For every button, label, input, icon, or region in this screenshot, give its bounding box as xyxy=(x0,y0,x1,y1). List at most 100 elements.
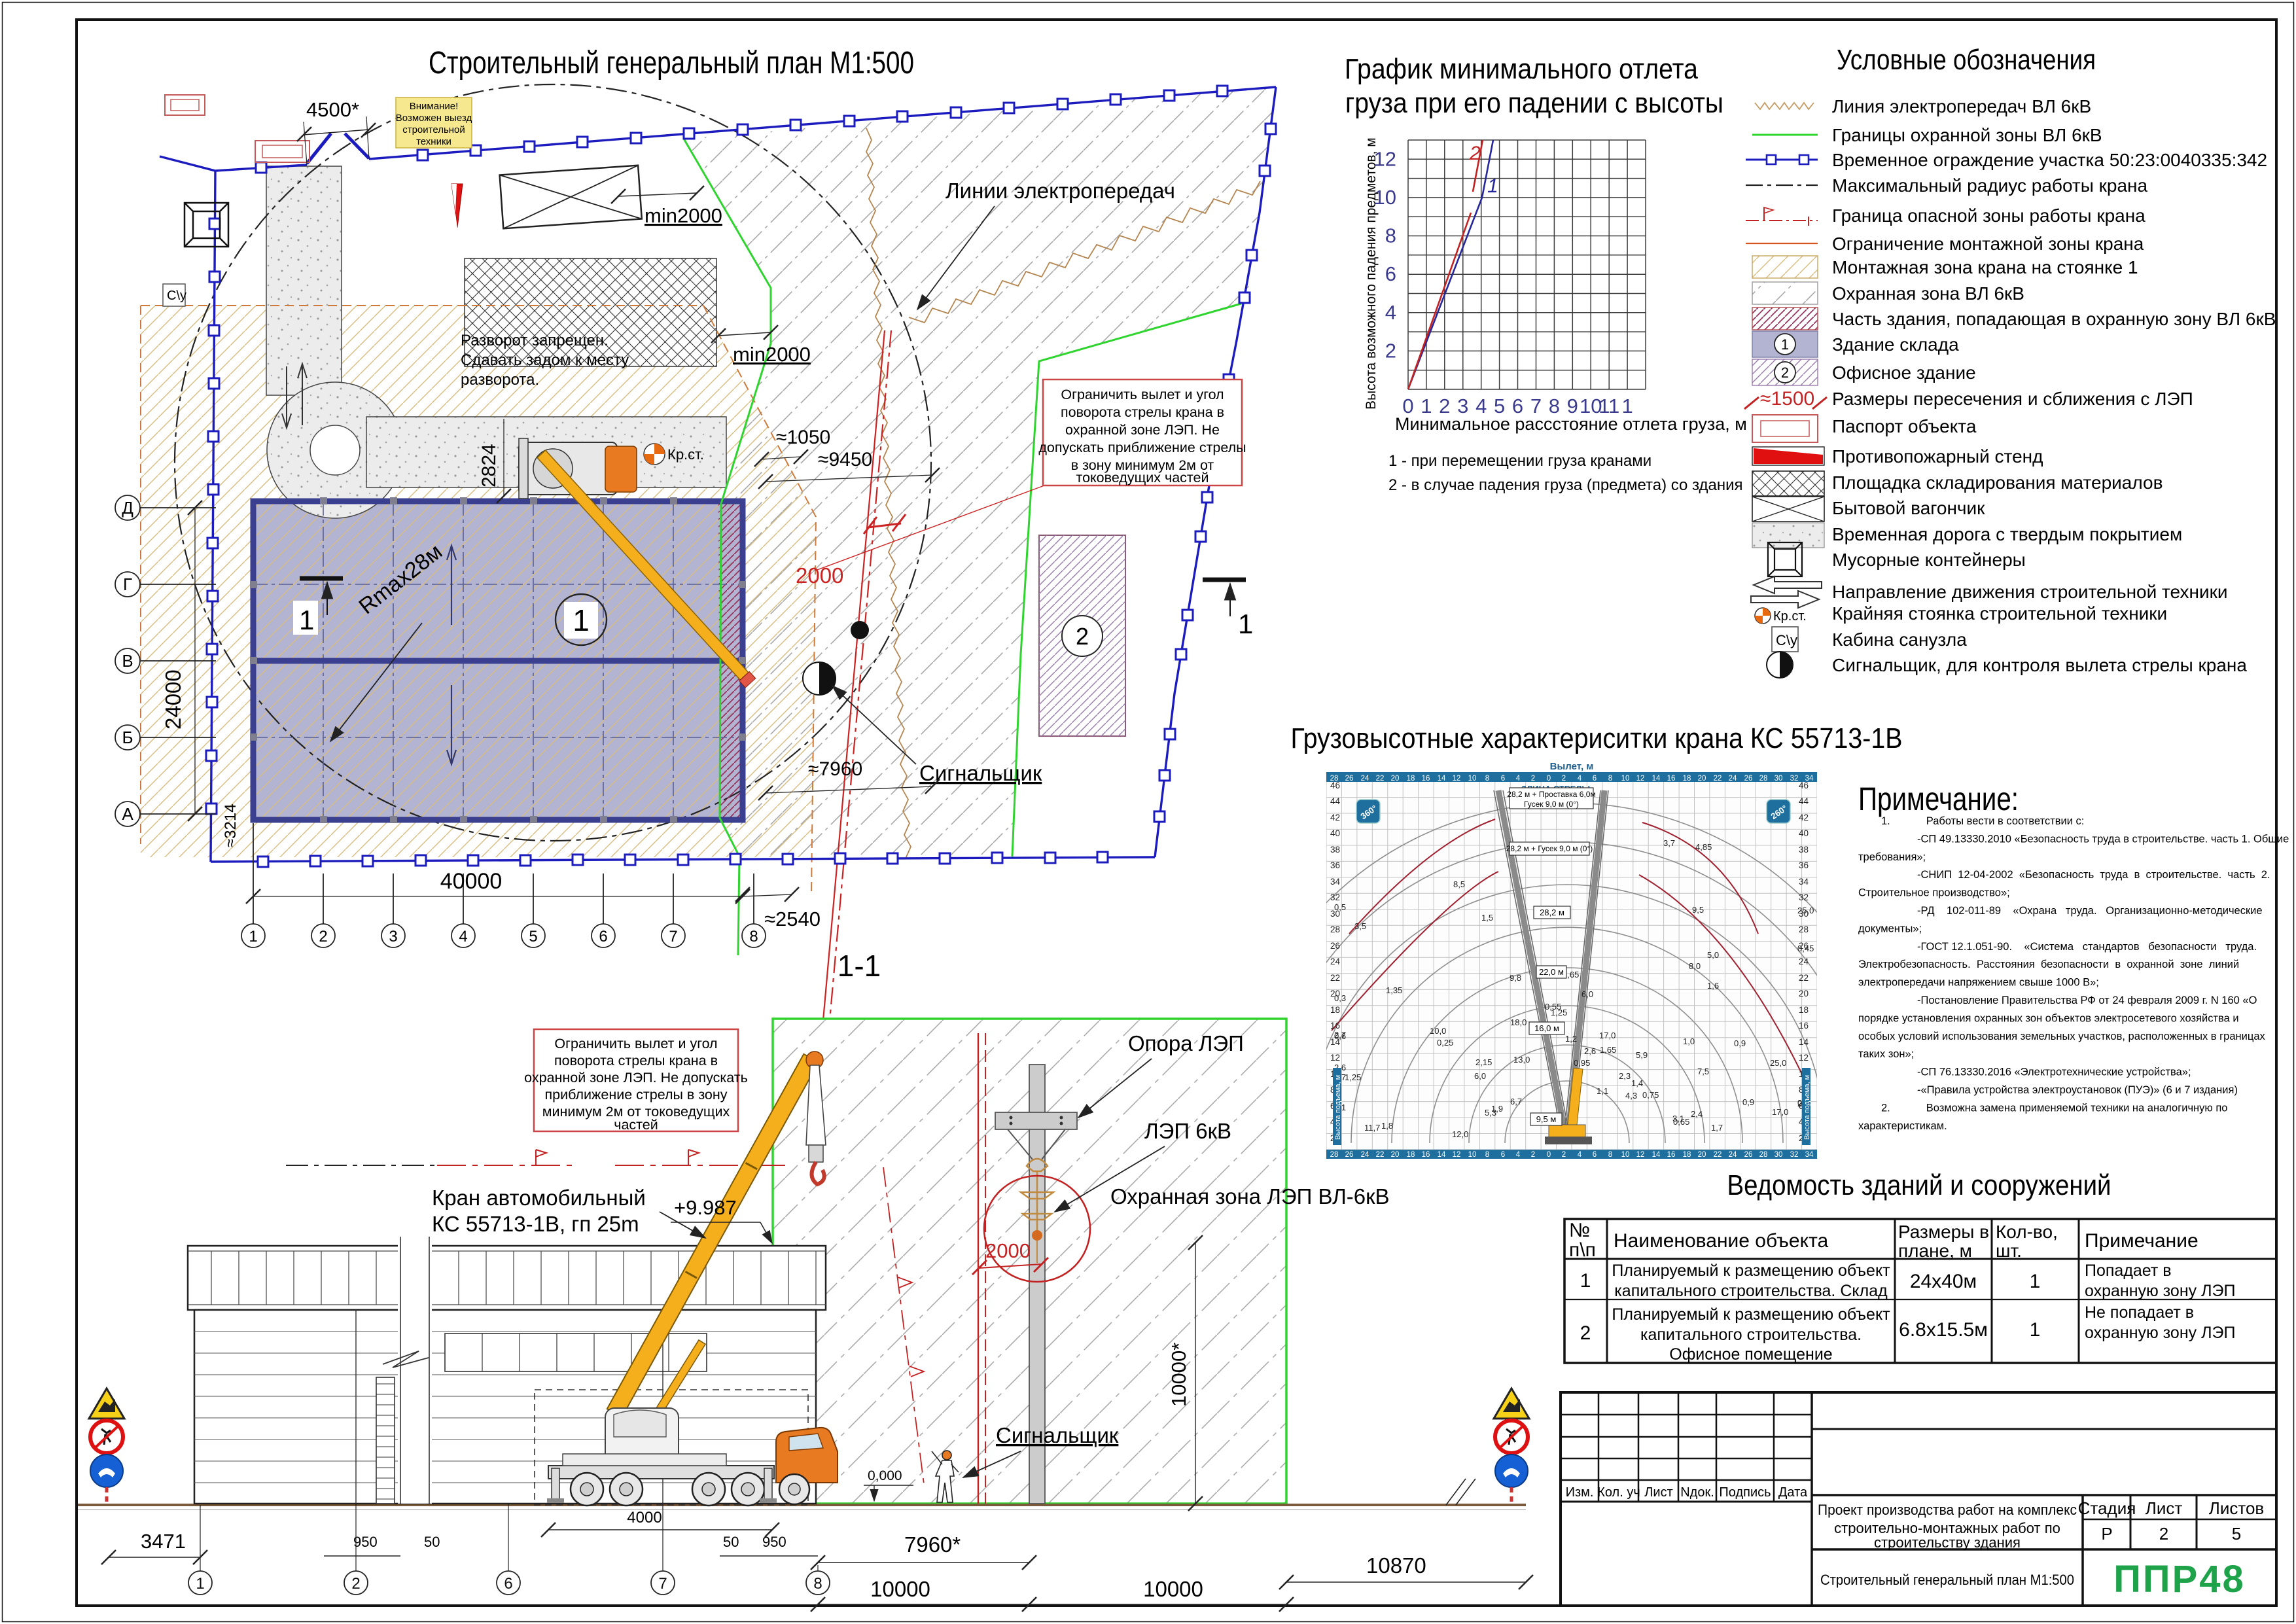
svg-text:10: 10 xyxy=(1468,1151,1477,1159)
svg-text:5: 5 xyxy=(1494,395,1505,417)
svg-text:24: 24 xyxy=(1361,775,1369,783)
svg-text:электропередачи напряжением св: электропередачи напряжением свыше 1000 В… xyxy=(1858,977,2099,989)
svg-text:1,2: 1,2 xyxy=(1565,1034,1577,1044)
svg-text:≈9450: ≈9450 xyxy=(818,449,872,470)
svg-text:10: 10 xyxy=(1468,775,1477,783)
svg-text:0,45: 0,45 xyxy=(1797,944,1814,953)
svg-text:20: 20 xyxy=(1698,775,1706,783)
svg-text:-СП 76.13330.2016 «Электротехн: -СП 76.13330.2016 «Электротехнические ус… xyxy=(1917,1067,2191,1078)
svg-text:24: 24 xyxy=(1799,957,1809,966)
svg-text:Кр.ст.: Кр.ст. xyxy=(1773,609,1807,624)
svg-text:+9.987: +9.987 xyxy=(674,1196,737,1219)
svg-text:Сигнальщик: Сигнальщик xyxy=(996,1423,1119,1447)
svg-text:2: 2 xyxy=(1076,623,1089,650)
svg-text:Паспорт объекта: Паспорт объекта xyxy=(1832,416,1977,436)
svg-text:4: 4 xyxy=(1516,775,1521,783)
svg-text:9,5: 9,5 xyxy=(1692,905,1704,915)
svg-text:24: 24 xyxy=(1361,1151,1369,1159)
svg-text:Максимальный радиус работы кра: Максимальный радиус работы крана xyxy=(1832,175,2147,196)
svg-text:допускать приближение стрелы: допускать приближение стрелы xyxy=(1038,440,1246,455)
svg-text:-СП 49.13330.2010 «Безопасност: -СП 49.13330.2010 «Безопасность труда в … xyxy=(1917,833,2289,845)
svg-text:0: 0 xyxy=(1547,775,1551,783)
svg-text:Временная дорога с твердым пок: Временная дорога с твердым покрытием xyxy=(1832,524,2182,544)
svg-text:12,0: 12,0 xyxy=(1452,1129,1468,1139)
svg-text:14: 14 xyxy=(1652,775,1661,783)
svg-text:10000: 10000 xyxy=(870,1577,930,1601)
svg-text:0,5: 0,5 xyxy=(1334,902,1346,912)
svg-text:Nдок.: Nдок. xyxy=(1680,1485,1714,1500)
svg-text:груза при его падении с высоты: груза при его падении с высоты xyxy=(1345,87,1723,119)
svg-text:ЛЭП 6кВ: ЛЭП 6кВ xyxy=(1144,1119,1231,1143)
svg-text:32: 32 xyxy=(1790,775,1799,783)
svg-text:20: 20 xyxy=(1698,1151,1706,1159)
svg-text:Линии электропередач: Линии электропередач xyxy=(945,179,1175,203)
svg-text:Сигнальщик, для контроля вылет: Сигнальщик, для контроля вылета стрелы к… xyxy=(1832,655,2247,675)
svg-text:40: 40 xyxy=(1799,828,1809,838)
svg-text:Крайняя стоянка строительной т: Крайняя стоянка строительной техники xyxy=(1832,603,2167,624)
svg-text:34: 34 xyxy=(1330,877,1341,887)
svg-text:25,0: 25,0 xyxy=(1770,1058,1786,1068)
svg-text:3,5: 3,5 xyxy=(1354,921,1366,931)
svg-text:30: 30 xyxy=(1775,775,1783,783)
svg-text:7960*: 7960* xyxy=(904,1532,961,1557)
svg-text:24000: 24000 xyxy=(161,669,185,730)
svg-text:14: 14 xyxy=(1330,1037,1341,1047)
svg-text:5: 5 xyxy=(2232,1524,2241,1544)
svg-text:охранную зону ЛЭП: охранную зону ЛЭП xyxy=(2085,1282,2235,1300)
svg-text:приближение стрелы в зону: приближение стрелы в зону xyxy=(544,1087,727,1103)
svg-text:14: 14 xyxy=(1438,775,1446,783)
svg-text:Временное ограждение участка 5: Временное ограждение участка 50:23:00403… xyxy=(1832,150,2267,170)
svg-text:18: 18 xyxy=(1407,1151,1415,1159)
svg-text:22,0 м: 22,0 м xyxy=(1539,967,1564,977)
svg-text:4: 4 xyxy=(1578,1151,1582,1159)
svg-text:24: 24 xyxy=(1729,1151,1737,1159)
svg-text:36: 36 xyxy=(1799,860,1809,870)
svg-text:1: 1 xyxy=(1781,336,1789,353)
svg-text:капитального строительства.: капитального строительства. xyxy=(1640,1326,1862,1344)
svg-text:плане, м: плане, м xyxy=(1898,1241,1972,1261)
svg-text:18,0: 18,0 xyxy=(1510,1017,1527,1027)
svg-text:2: 2 xyxy=(1781,364,1789,381)
svg-text:особых условий использования з: особых условий использования земельных у… xyxy=(1858,1031,2265,1042)
svg-text:Сдавать задом к месту: Сдавать задом к месту xyxy=(461,351,629,369)
svg-text:8: 8 xyxy=(813,1575,822,1593)
svg-text:Внимание!: Внимание! xyxy=(410,101,459,112)
svg-text:Проект производства работ на к: Проект производства работ на комплекс xyxy=(1818,1502,2077,1518)
svg-text:Бытовой вагончик: Бытовой вагончик xyxy=(1832,498,1985,518)
svg-text:1,25: 1,25 xyxy=(1345,1072,1361,1082)
svg-text:Подпись: Подпись xyxy=(1719,1485,1771,1500)
svg-text:Минимальное рассстояние отлета: Минимальное рассстояние отлета груза, м xyxy=(1395,414,1747,434)
svg-text:2: 2 xyxy=(1531,1151,1535,1159)
svg-text:26: 26 xyxy=(1799,941,1809,951)
svg-text:4500*: 4500* xyxy=(306,98,359,121)
svg-text:Ограничение монтажной зоны кра: Ограничение монтажной зоны крана xyxy=(1832,234,2144,254)
svg-text:3: 3 xyxy=(1457,395,1468,417)
svg-text:22: 22 xyxy=(1376,1151,1385,1159)
svg-text:Граница опасной зоны работы кр: Граница опасной зоны работы крана xyxy=(1832,205,2146,226)
svg-text:2: 2 xyxy=(1469,143,1481,164)
svg-text:24х40м: 24х40м xyxy=(1910,1271,1977,1292)
svg-text:4: 4 xyxy=(1516,1151,1521,1159)
svg-text:Строительное производство»;: Строительное производство»; xyxy=(1858,887,2010,899)
svg-text:9,8: 9,8 xyxy=(1510,973,1521,983)
svg-text:-ГОСТ 12.1.051-90. «Система: -ГОСТ 12.1.051-90. «Система стандартов б… xyxy=(1917,941,2257,953)
svg-text:26: 26 xyxy=(1330,941,1340,951)
svg-text:-СНИП 12-04-2002 «Безопаснос: -СНИП 12-04-2002 «Безопасность труда в с… xyxy=(1917,869,2270,881)
svg-text:6: 6 xyxy=(504,1575,512,1593)
svg-text:В: В xyxy=(122,651,133,671)
svg-text:Размеры в: Размеры в xyxy=(1898,1222,1989,1242)
svg-text:Ограничить вылет и угол: Ограничить вылет и угол xyxy=(1061,387,1224,402)
svg-text:строительно-монтажных работ по: строительно-монтажных работ по xyxy=(1834,1520,2060,1536)
svg-text:Условные обозначения: Условные обозначения xyxy=(1837,44,2096,76)
svg-text:30: 30 xyxy=(1330,909,1340,919)
svg-text:5,9: 5,9 xyxy=(1636,1050,1648,1060)
svg-text:6: 6 xyxy=(1593,775,1597,783)
svg-text:Г: Г xyxy=(123,574,132,594)
svg-text:22: 22 xyxy=(1376,775,1385,783)
svg-text:2000: 2000 xyxy=(796,563,843,588)
svg-text:28,2 м: 28,2 м xyxy=(1540,908,1564,917)
svg-text:6: 6 xyxy=(1385,262,1396,285)
svg-text:-Постановление Правительства Р: -Постановление Правительства РФ от 24 фе… xyxy=(1917,995,2257,1006)
svg-text:поворота стрелы крана в: поворота стрелы крана в xyxy=(554,1053,718,1068)
svg-text:8: 8 xyxy=(1549,395,1560,417)
